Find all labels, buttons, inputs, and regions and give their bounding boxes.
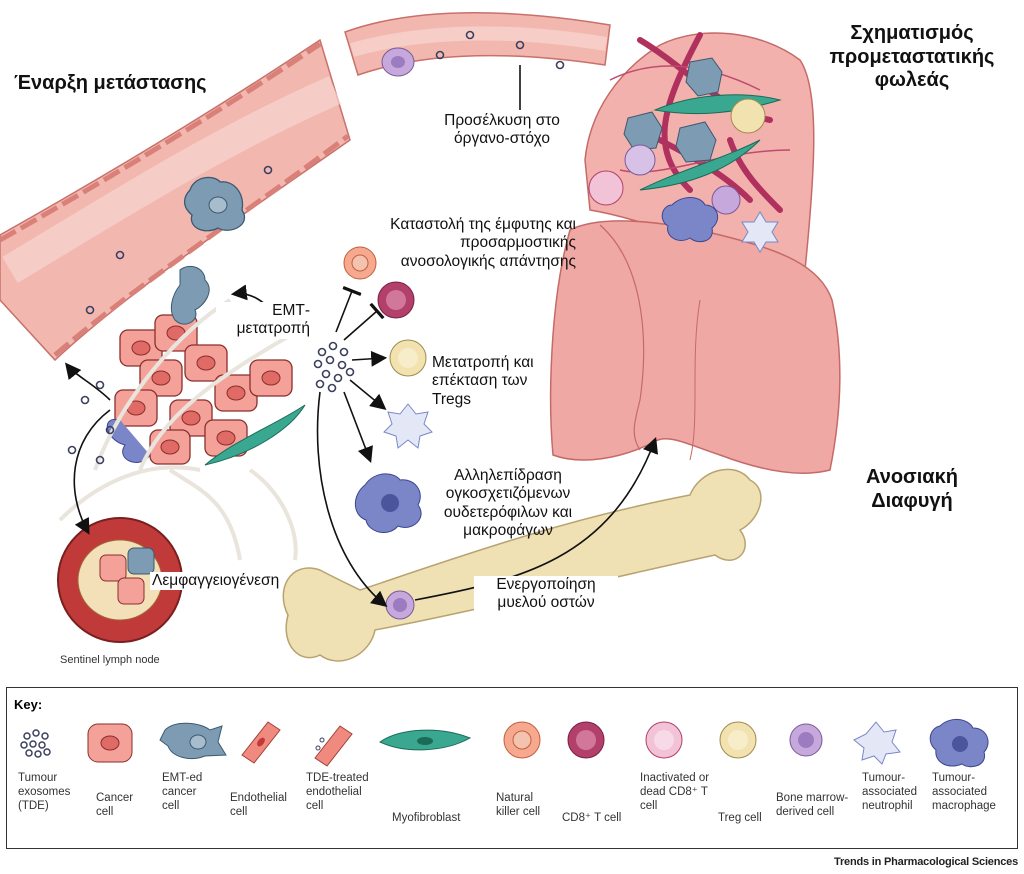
key-icon-myofibroblast <box>379 729 472 751</box>
key-label-cancer-cell: Cancer cell <box>96 792 134 818</box>
exosome-cluster <box>67 30 565 465</box>
tumour-blood-vessel <box>0 38 351 362</box>
process-arrows <box>64 65 658 608</box>
lung-niche-cells <box>588 57 782 253</box>
key-label-endothelial-cell: Endothelial cell <box>230 792 287 818</box>
key-title: Key: <box>14 697 43 712</box>
bone-marrow-derived-cell <box>385 590 415 620</box>
key-icon-cancer-cell <box>87 723 133 763</box>
emt-cell-in-vessel <box>183 176 245 232</box>
tumour-associated-neutrophil <box>383 403 433 449</box>
key-label-exosomes: Tumour exosomes (TDE) <box>18 772 71 812</box>
label-tregs: Μετατροπή και επέκταση των Tregs <box>432 354 534 408</box>
label-suppression: Καταστολή της έμφυτης και προσαρμοστικής… <box>390 216 576 270</box>
label-recruitment: Προσέλκυση στο όργανο-στόχο <box>444 112 560 148</box>
key-icon-nk-cell <box>503 721 541 759</box>
label-interaction: Αλληλεπίδραση ογκοσχετιζόμενων ουδετερόφ… <box>443 467 573 539</box>
upper-blood-vessel <box>344 12 611 77</box>
key-icons <box>20 719 989 768</box>
primary-tumour <box>58 265 306 561</box>
label-lymphangiogenesis: Λεμφαγγειογένεση <box>150 572 282 591</box>
key-label-treg: Treg cell <box>718 812 762 824</box>
key-label-emt-cell: EMT-ed cancer cell <box>162 772 203 812</box>
nk-cell <box>343 246 377 280</box>
key-icon-inactivated-cd8-cell <box>645 721 683 759</box>
key-label-cd8: CD8⁺ T cell <box>562 812 622 824</box>
key-icon-macrophage <box>929 719 989 768</box>
key-icon-tde-endothelial-cell <box>314 725 353 767</box>
tumour-associated-macrophage <box>354 473 422 534</box>
label-metastasis-start: Έναρξη μετάστασης <box>14 72 207 94</box>
key-label-myofibroblast: Myofibroblast <box>392 812 461 824</box>
key-icon-endothelial-cell <box>241 721 281 764</box>
key-label-tde-endothelial: TDE-treated endothelial cell <box>306 772 369 812</box>
cd8-t-cell <box>377 281 415 319</box>
label-sentinel-lymph-node: Sentinel lymph node <box>60 654 160 666</box>
key-label-nk-cell: Natural killer cell <box>496 792 541 818</box>
key-icon-emt-cell <box>159 722 227 760</box>
key-label-bmdc: Bone marrow-derived cell <box>776 792 849 818</box>
label-bone-marrow: Ενεργοποίηση μυελού οστών <box>474 576 618 613</box>
key-label-neutrophil: Tumour-associated neutrophil <box>862 772 917 812</box>
treg-cell <box>389 339 427 377</box>
key-icon-treg-cell <box>719 721 757 759</box>
key-icon-cd8-cell <box>567 721 605 759</box>
sentinel-lymph-node <box>57 517 183 643</box>
key-icon-bmdc <box>789 723 823 757</box>
label-immune-escape: Ανοσιακή Διαφυγή <box>866 466 958 512</box>
label-premetastatic-niche: Σχηματισμός προμεταστατικής φωλεάς <box>829 22 995 92</box>
key-icon-exosomes <box>20 729 51 758</box>
key-label-inactivated-cd8: Inactivated or dead CD8⁺ T cell <box>640 772 710 812</box>
key-icon-neutrophil <box>853 721 901 765</box>
publisher-credit: Trends in Pharmacological Sciences <box>834 856 1018 868</box>
label-emt: ΕΜΤ- μετατροπή <box>216 302 312 339</box>
key-panel <box>6 687 1018 849</box>
key-label-macrophage: Tumour-associated macrophage <box>932 772 996 812</box>
